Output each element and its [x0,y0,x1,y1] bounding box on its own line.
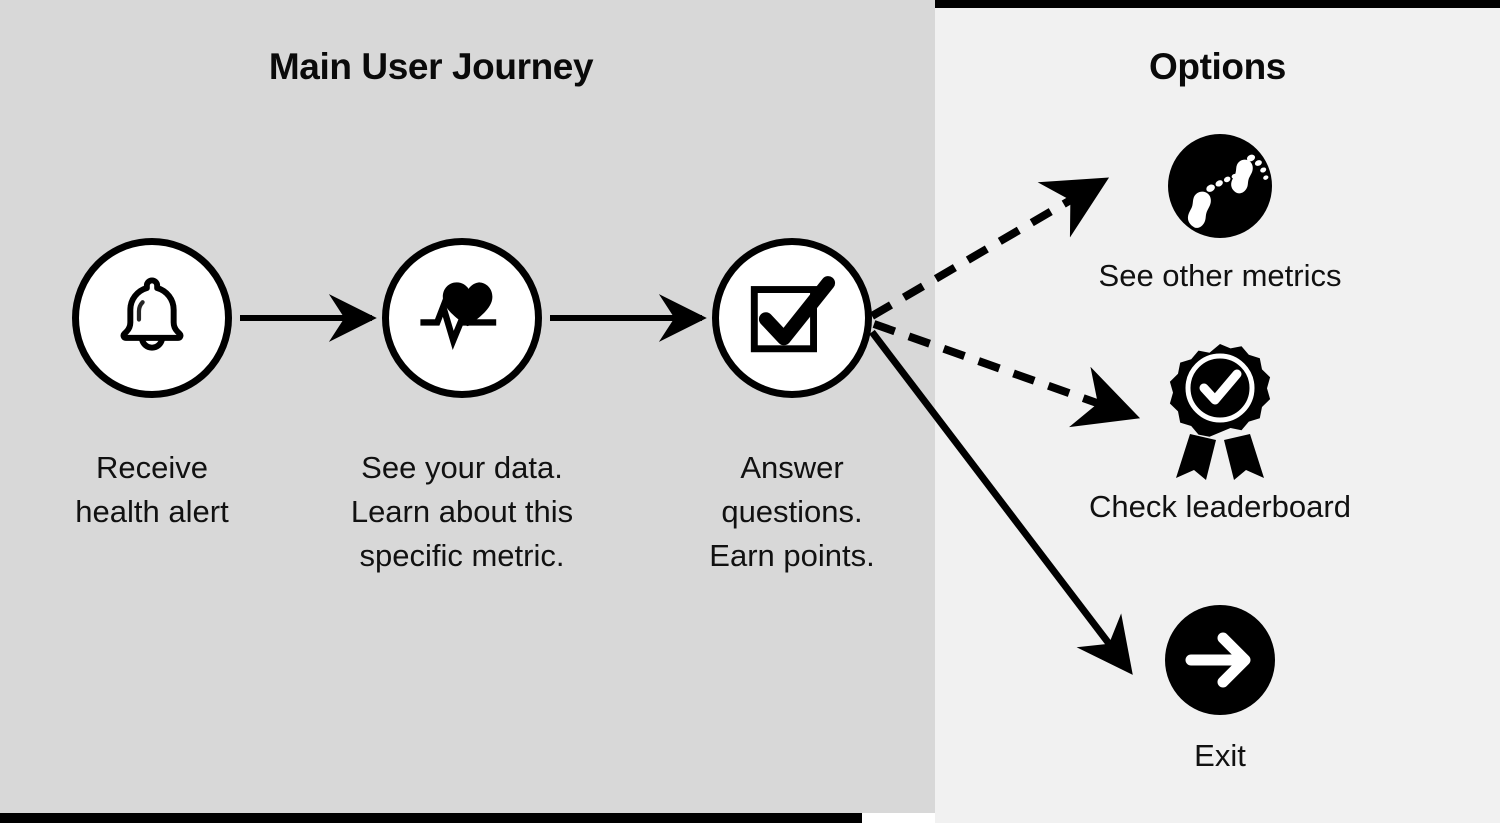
journey-step-3-label: Answer questions. Earn points. [709,450,875,574]
journey-step-2-circle [382,238,542,398]
main-user-journey-panel [0,0,935,813]
journey-step-1-circle [72,238,232,398]
option-exit[interactable]: Exit [1040,598,1400,776]
journey-step-1-label: Receive health alert [75,450,229,530]
heartbeat-icon [420,282,497,350]
option-1-icon-wrap [1040,124,1400,248]
option-1-label: See other metrics [1098,258,1342,293]
option-3-icon-wrap [1040,598,1400,722]
bell-icon [120,277,184,351]
footprints-icon [1168,134,1272,238]
journey-step-see-your-data[interactable] [382,238,542,398]
journey-step-3-circle [712,238,872,398]
option-2-label: Check leaderboard [1089,489,1351,524]
journey-step-receive-health-alert[interactable] [72,238,232,398]
option-3-label: Exit [1194,738,1246,773]
options-title: Options [1149,46,1286,87]
option-check-leaderboard[interactable]: Check leaderboard [1040,338,1400,527]
option-2-icon-wrap [1040,338,1400,483]
right-panel-top-rule [935,0,1500,8]
journey-step-2-label: See your data. Learn about this specific… [350,450,574,574]
main-user-journey-title: Main User Journey [268,46,594,87]
arrow-right-circle-icon [1165,605,1275,715]
left-panel-bottom-rule [0,813,862,823]
option-see-other-metrics[interactable]: See other metrics [1040,124,1400,296]
journey-step-answer-questions[interactable] [712,238,872,398]
award-badge-icon [1169,343,1271,480]
checkbox-check-icon [750,276,836,353]
